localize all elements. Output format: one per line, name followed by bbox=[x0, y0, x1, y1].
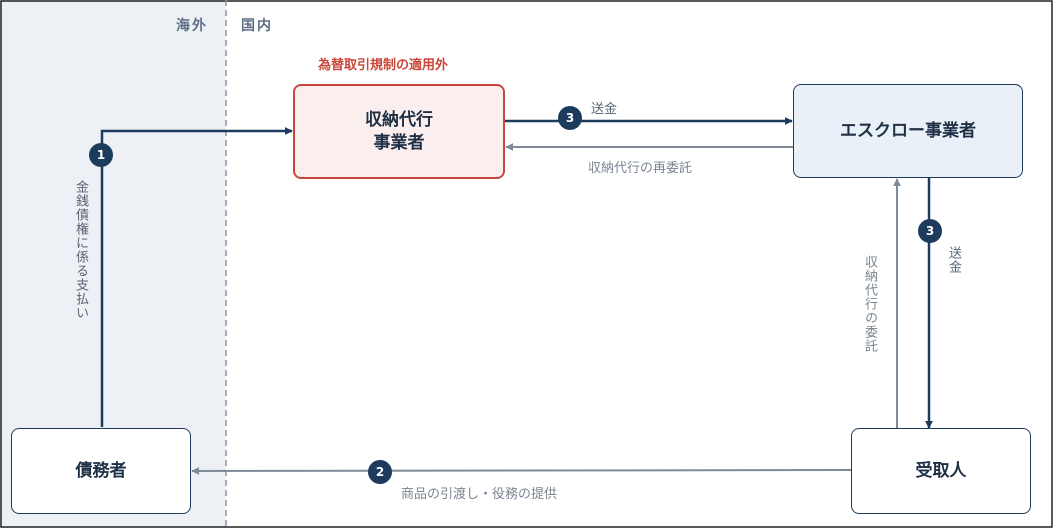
recipient-box: 受取人 bbox=[851, 428, 1031, 514]
arrow-goods-delivery bbox=[191, 466, 852, 475]
debtor-label: 債務者 bbox=[75, 460, 127, 481]
debtor-box: 債務者 bbox=[11, 428, 191, 514]
overseas-label: 海外 bbox=[176, 18, 208, 34]
collection-agent-box: 収納代行 事業者 bbox=[293, 84, 505, 179]
step-badge-2: 2 bbox=[368, 460, 392, 484]
escrow-operator-label: エスクロー事業者 bbox=[840, 120, 976, 141]
domestic-label: 国内 bbox=[241, 18, 273, 34]
step-badge-1: 1 bbox=[89, 143, 113, 167]
step-badge-3-right: 3 bbox=[918, 219, 942, 243]
remit-top-label: 送金 bbox=[591, 102, 618, 117]
recipient-label: 受取人 bbox=[915, 460, 967, 481]
remit-right-label: 送金 bbox=[946, 246, 961, 274]
goods-delivery-label: 商品の引渡し・役務の提供 bbox=[401, 487, 558, 502]
re-delegation-label: 収納代行の再委託 bbox=[588, 161, 693, 176]
payment-claim-label: 金銭債権に係る支払い bbox=[73, 180, 88, 320]
arrow-payment-claim bbox=[100, 127, 293, 427]
delegation-label: 収納代行の委託 bbox=[862, 255, 877, 353]
step-badge-3-top: 3 bbox=[558, 106, 582, 130]
collection-agent-label-line2: 事業者 bbox=[373, 132, 425, 153]
collection-agent-label-line1: 収納代行 bbox=[365, 109, 433, 130]
regulation-exemption-note: 為替取引規制の適用外 bbox=[318, 58, 449, 73]
escrow-operator-box: エスクロー事業者 bbox=[793, 84, 1023, 178]
